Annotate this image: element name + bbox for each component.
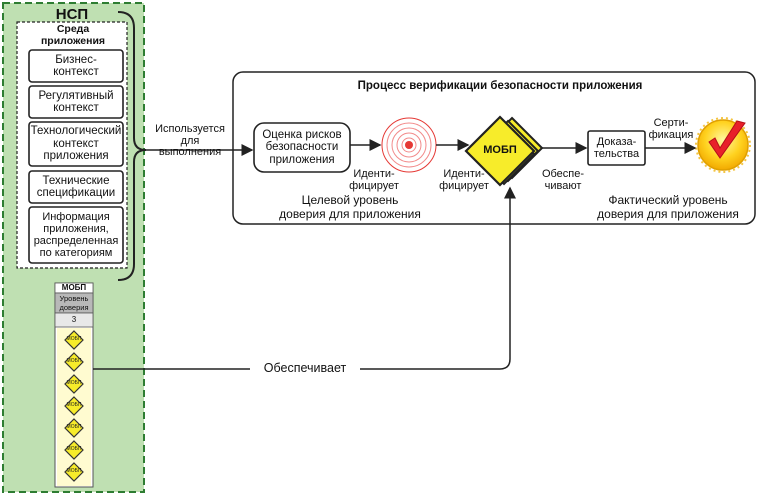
mobp-small-diamond: МОБП xyxy=(64,418,84,438)
env-item-technology xyxy=(28,121,124,167)
env-item-specifications xyxy=(28,170,124,204)
trust-level-value: 3 xyxy=(71,315,77,324)
mobp-small-diamond-label: МОБП xyxy=(66,380,82,386)
risk-assessment-label: Оценка рисков безопасности приложения xyxy=(262,128,342,166)
mobp-small-diamond: МОБП xyxy=(64,330,84,350)
mobp-stack-label: МОБП xyxy=(483,144,517,156)
certificate-check-icon xyxy=(695,117,751,173)
evidence-label: Доказа- тельства xyxy=(593,135,640,161)
risk-assessment-box xyxy=(253,122,351,173)
certification-label: Серти- фикация xyxy=(648,117,694,141)
trust-level-header: Уровень доверия xyxy=(59,294,89,312)
trust-value-bg xyxy=(54,312,94,328)
nsp-title: НСП xyxy=(55,6,89,23)
provides-short-label: Обеспе- чивают xyxy=(541,168,585,192)
target-icon xyxy=(381,117,437,173)
mobp-small-diamond-label: МОБП xyxy=(66,358,82,364)
env-item-regulatory xyxy=(28,85,124,119)
actual-level-label: Фактический уровень доверия для приложен… xyxy=(597,193,739,221)
mobp-small-diamond-label: МОБП xyxy=(66,468,82,474)
env-title: Среда приложения xyxy=(40,23,106,47)
mobp-small-diamond-label: МОБП xyxy=(66,336,82,342)
env-item-specifications-label: Технические спецификации xyxy=(36,174,116,200)
env-item-information-label: Информация приложения, распределенная по… xyxy=(33,211,119,259)
mobp-small-diamond: МОБП xyxy=(64,462,84,482)
mobp-small-diamond-label: МОБП xyxy=(66,424,82,430)
arrow-provides xyxy=(93,186,516,370)
mobp-small-diamond-label: МОБП xyxy=(66,402,82,408)
identifies-label-2: Иденти- фицирует xyxy=(439,168,489,192)
mobp-small-diamond: МОБП xyxy=(64,352,84,372)
mobp-small-diamond: МОБП xyxy=(64,374,84,394)
provides-label: Обеспечивает xyxy=(250,362,360,375)
env-item-business-label: Бизнес- контекст xyxy=(53,53,99,79)
used-for-label: Используется для выполнения xyxy=(155,123,225,158)
identifies-label-1: Иденти- фицирует xyxy=(349,168,399,192)
mobp-small-diamond: МОБП xyxy=(64,396,84,416)
env-item-information xyxy=(28,206,124,264)
mobp-small-diamond: МОБП xyxy=(64,440,84,460)
target-level-label: Целевой уровень доверия для приложения xyxy=(279,193,421,221)
mobp-table-title: МОБП xyxy=(61,283,87,292)
env-item-technology-label: Технологический контекст приложения xyxy=(30,125,122,163)
process-title: Процесс верификации безопасности приложе… xyxy=(357,80,643,92)
env-item-regulatory-label: Регулятивный контекст xyxy=(38,89,114,115)
mobp-stack-icon xyxy=(464,115,544,187)
env-item-business xyxy=(28,49,124,83)
mobp-small-diamond-label: МОБП xyxy=(66,446,82,452)
